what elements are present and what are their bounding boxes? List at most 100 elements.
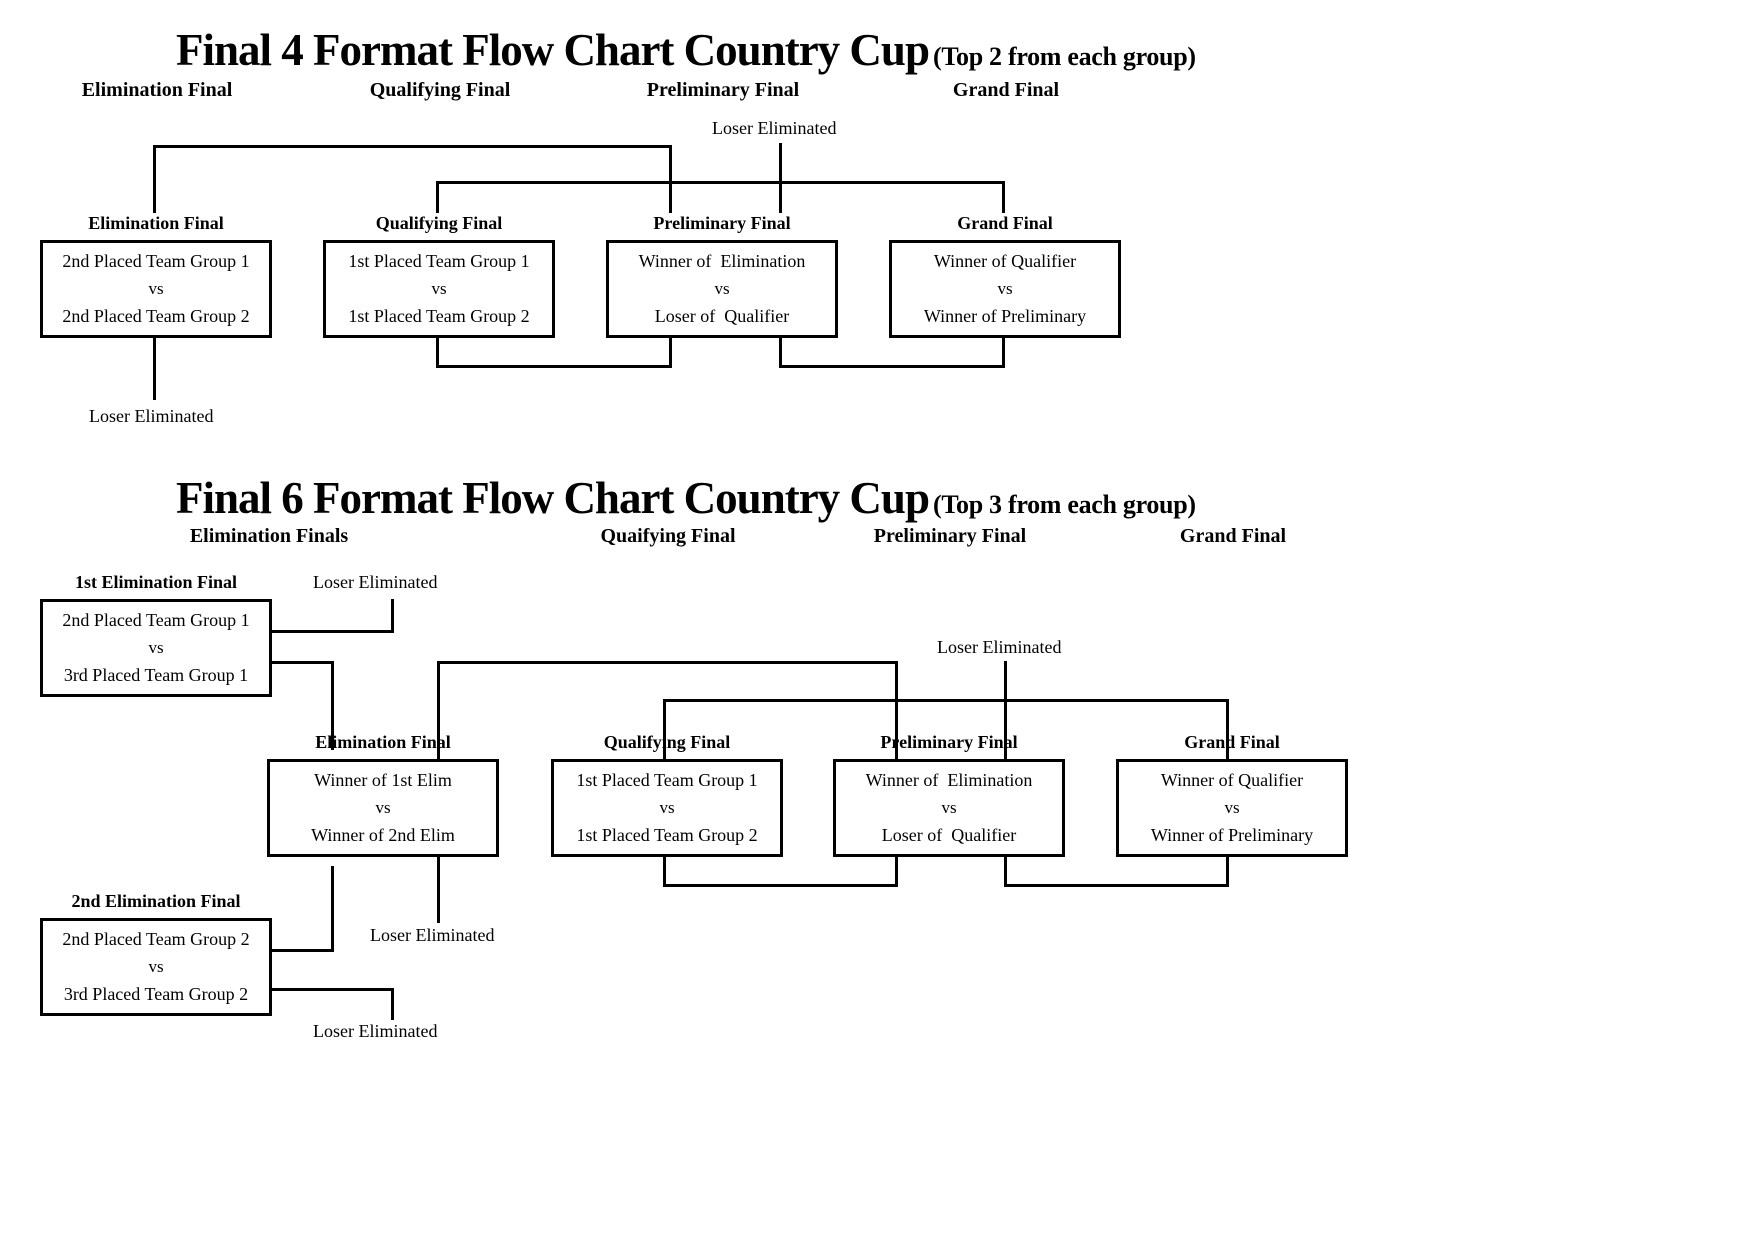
chart2-connector-elim1-winner-v xyxy=(331,661,334,750)
chart2-note-loser-eliminated-3: Loser Eliminated xyxy=(370,925,495,945)
chart2-note-loser-eliminated-1: Loser Eliminated xyxy=(313,572,438,592)
chart1-elim-team1: 2nd Placed Team Group 1 xyxy=(62,250,250,271)
chart2-title-main: Final 6 Format Flow Chart Country Cup xyxy=(176,473,930,523)
chart2-connector-elim2-loser-v xyxy=(391,988,394,1020)
chart1-column-header-grand: Grand Final xyxy=(952,79,1060,101)
chart2-box-caption-grand: Grand Final xyxy=(1184,732,1280,752)
chart2-grand-team2: Winner of Preliminary xyxy=(1150,825,1314,846)
chart1-elim-vs: vs xyxy=(148,279,164,299)
chart1-connector-top-h2 xyxy=(436,181,1004,184)
chart2-connector-elim1-loser-v xyxy=(391,599,394,631)
chart1-box-caption-grand: Grand Final xyxy=(957,213,1053,233)
chart2-connector-elim2-winner-v xyxy=(331,866,334,952)
chart1-note-loser-eliminated-top: Loser Eliminated xyxy=(712,118,837,138)
chart1-connector-grand-down xyxy=(1002,181,1005,213)
chart2-connector-bottom-h1 xyxy=(663,884,898,887)
chart1-qual-team2: 1st Placed Team Group 2 xyxy=(348,306,530,327)
chart2-box-caption-elim2: 2nd Elimination Final xyxy=(71,891,241,911)
chart2-note-loser-eliminated-2: Loser Eliminated xyxy=(937,637,1062,657)
chart2-connector-elim-to-prelim-h xyxy=(437,661,898,664)
chart2-connector-elim-winner-v xyxy=(437,661,440,761)
chart2-connector-grand-down-v xyxy=(1226,699,1229,761)
chart1-connector-prelim-bottom-left xyxy=(669,338,672,368)
chart2-match-box-qualifying: 1st Placed Team Group 1 vs 1st Placed Te… xyxy=(551,759,783,857)
chart1-box-caption-elimination: Elimination Final xyxy=(88,213,224,233)
chart2-box-caption-preliminary: Preliminary Final xyxy=(880,732,1018,752)
chart2-connector-note2-stub xyxy=(1004,661,1007,700)
chart1-prelim-team1: Winner of Elimination xyxy=(638,250,806,271)
chart1-connector-elim-loser xyxy=(153,338,156,400)
chart2-elim-team2: Winner of 2nd Elim xyxy=(311,825,455,846)
chart1-prelim-team2: Loser of Qualifier xyxy=(654,306,790,327)
chart1-connector-prelim-down-left xyxy=(669,145,672,213)
chart1-column-header-elimination: Elimination Final xyxy=(81,79,233,101)
chart1-connector-grand-bottom xyxy=(1002,338,1005,368)
chart1-title-sub: (Top 2 from each group) xyxy=(932,42,1196,71)
chart2-column-header-preliminary: Preliminary Final xyxy=(873,525,1027,547)
chart1-grand-vs: vs xyxy=(997,279,1013,299)
chart1-connector-prelim-down-right xyxy=(779,181,782,213)
chart2-note-loser-eliminated-4: Loser Eliminated xyxy=(313,1021,438,1041)
chart2-match-box-preliminary: Winner of Elimination vs Loser of Qualif… xyxy=(833,759,1065,857)
chart2-match-box-grand: Winner of Qualifier vs Winner of Prelimi… xyxy=(1116,759,1348,857)
chart1-connector-top-h1 xyxy=(153,145,671,148)
chart2-connector-prelim-bottom-right-v xyxy=(1004,857,1007,887)
chart1-connector-prelim-bottom-right xyxy=(779,338,782,368)
chart2-elim1-team2: 3rd Placed Team Group 1 xyxy=(63,665,249,686)
chart2-elim-vs: vs xyxy=(375,798,391,818)
chart1-match-box-elimination: 2nd Placed Team Group 1 vs 2nd Placed Te… xyxy=(40,240,272,338)
chart2-elim2-team1: 2nd Placed Team Group 2 xyxy=(62,928,250,949)
chart1-box-caption-qualifying: Qualifying Final xyxy=(375,213,503,233)
chart2-elim2-team2: 3rd Placed Team Group 2 xyxy=(63,984,249,1005)
chart2-grand-team1: Winner of Qualifier xyxy=(1160,769,1304,790)
chart2-connector-prelim-bottom-left-v xyxy=(895,857,898,887)
chart2-connector-upper-bracket-h xyxy=(663,699,1229,702)
chart2-box-caption-qualifying: Qualifying Final xyxy=(603,732,731,752)
chart2-match-box-elimination: Winner of 1st Elim vs Winner of 2nd Elim xyxy=(267,759,499,857)
chart2-elim2-vs: vs xyxy=(148,957,164,977)
chart2-prelim-vs: vs xyxy=(941,798,957,818)
chart2-connector-elim2-loser-h xyxy=(272,988,394,991)
chart2-column-header-elimination-finals: Elimination Finals xyxy=(189,525,349,547)
chart2-connector-elim2-winner-h xyxy=(272,949,334,952)
chart1-connector-qual-down xyxy=(436,181,439,213)
chart1-qual-vs: vs xyxy=(431,279,447,299)
chart1-connector-elim-down xyxy=(153,145,156,213)
chart2-box-caption-elimination: Elimination Final xyxy=(315,732,451,752)
chart2-elim-team1: Winner of 1st Elim xyxy=(314,769,452,790)
chart2-qual-team1: 1st Placed Team Group 1 xyxy=(576,769,758,790)
chart1-box-caption-preliminary: Preliminary Final xyxy=(653,213,791,233)
chart2-prelim-team1: Winner of Elimination xyxy=(865,769,1033,790)
chart1-connector-qual-bottom xyxy=(436,338,439,368)
chart1-match-box-grand: Winner of Qualifier vs Winner of Prelimi… xyxy=(889,240,1121,338)
chart2-elim1-team1: 2nd Placed Team Group 1 xyxy=(62,609,250,630)
chart1-note-loser-eliminated-bottom: Loser Eliminated xyxy=(89,406,214,426)
chart2-connector-qual-bottom-v xyxy=(663,857,666,887)
chart2-box-caption-elim1: 1st Elimination Final xyxy=(74,572,238,592)
chart2-prelim-team2: Loser of Qualifier xyxy=(881,825,1017,846)
chart2-connector-prelim-in-left-v xyxy=(895,661,898,761)
chart2-elim1-vs: vs xyxy=(148,638,164,658)
chart2-connector-elim-loser-v xyxy=(437,857,440,923)
chart1-column-header-qualifying: Qualifying Final xyxy=(369,79,511,101)
chart1-elim-team2: 2nd Placed Team Group 2 xyxy=(62,306,250,327)
chart2-title-sub: (Top 3 from each group) xyxy=(932,490,1196,519)
chart2-connector-bottom-h2 xyxy=(1004,884,1229,887)
chart1-column-header-preliminary: Preliminary Final xyxy=(646,79,800,101)
chart2-connector-prelim-in-right-v xyxy=(1004,699,1007,761)
chart2-qual-vs: vs xyxy=(659,798,675,818)
chart2-connector-grand-bottom-v xyxy=(1226,857,1229,887)
chart2-column-header-grand: Grand Final xyxy=(1179,525,1287,547)
chart1-connector-note-stub xyxy=(779,143,782,182)
chart1-title-main: Final 4 Format Flow Chart Country Cup xyxy=(176,25,930,75)
chart2-connector-elim1-loser-h xyxy=(272,630,394,633)
chart1-connector-bottom-h1 xyxy=(436,365,672,368)
chart2-match-box-elim1: 2nd Placed Team Group 1 vs 3rd Placed Te… xyxy=(40,599,272,697)
chart2-connector-elim1-winner-h xyxy=(272,661,334,664)
chart2-connector-qual-down-v xyxy=(663,699,666,761)
chart2-grand-vs: vs xyxy=(1224,798,1240,818)
chart1-title: Final 4 Format Flow Chart Country Cup (T… xyxy=(176,24,1196,76)
chart1-grand-team2: Winner of Preliminary xyxy=(923,306,1087,327)
chart2-title: Final 6 Format Flow Chart Country Cup (T… xyxy=(176,472,1196,524)
